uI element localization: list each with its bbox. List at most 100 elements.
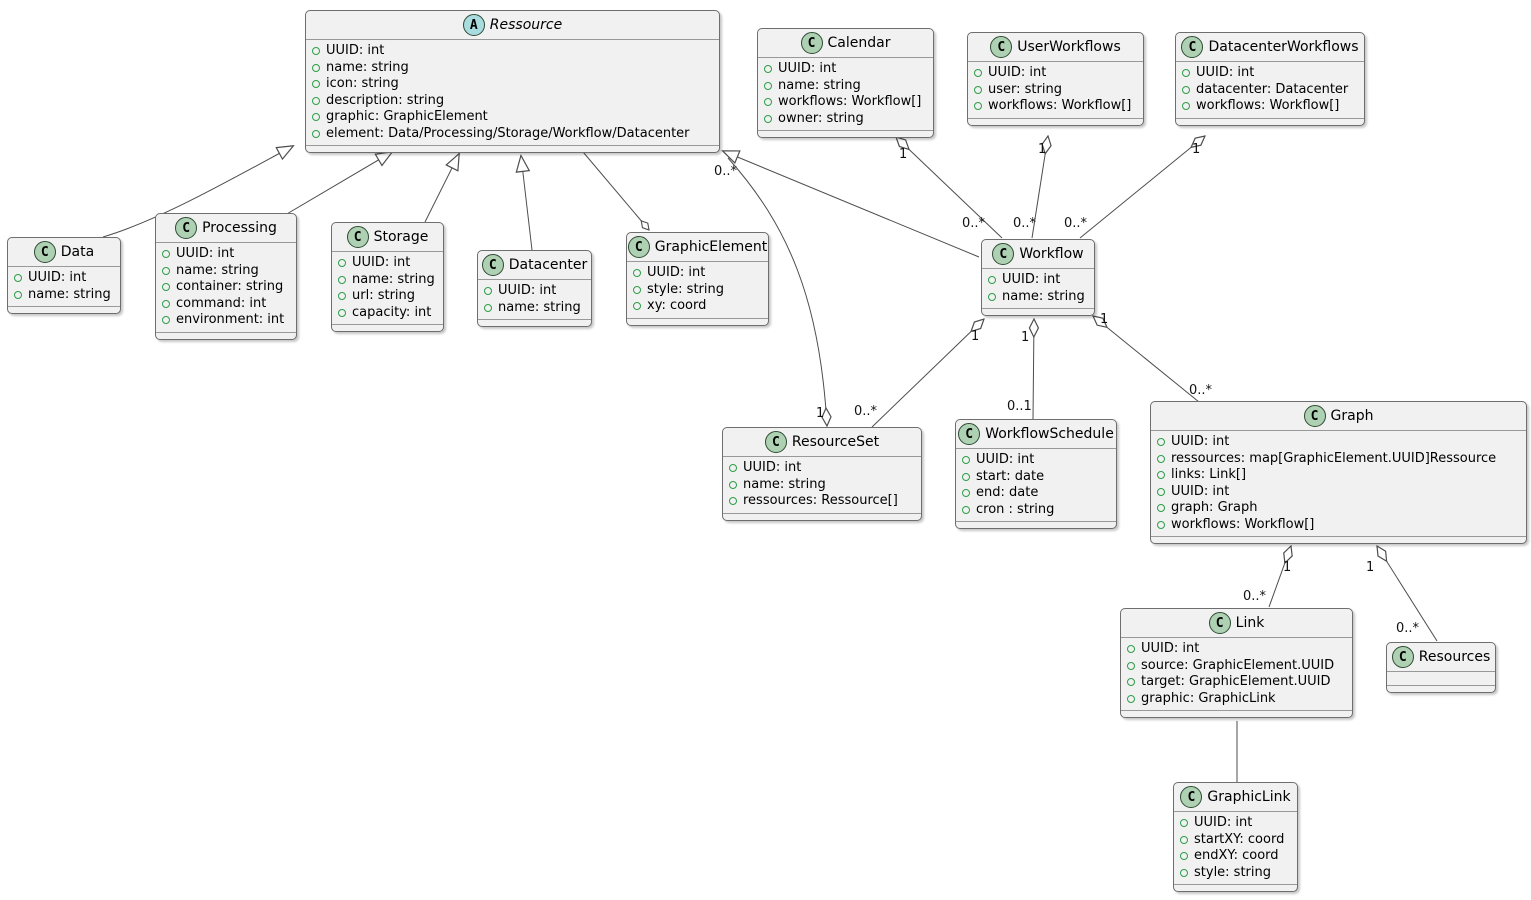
class-attribute: UUID: int bbox=[1182, 65, 1356, 82]
edge-resourceset-ressource bbox=[727, 157, 827, 426]
abstract-class-icon: A bbox=[462, 14, 485, 36]
field-visibility-icon bbox=[312, 113, 320, 122]
class-attribute: startXY: coord bbox=[1180, 832, 1289, 849]
attribute-text: datacenter: Datacenter bbox=[1196, 81, 1349, 97]
attribute-text: UUID: int bbox=[1194, 815, 1253, 830]
class-attribute: UUID: int bbox=[1157, 484, 1518, 501]
edge-ressource-graphicelement bbox=[577, 145, 649, 230]
multiplicity-label: 1 bbox=[899, 147, 907, 162]
field-visibility-icon bbox=[764, 98, 772, 107]
methods-compartment bbox=[982, 308, 1094, 315]
class-attribute: UUID: int bbox=[484, 283, 583, 300]
class-header: C ResourceSet bbox=[723, 428, 921, 457]
edge-workflow-graph bbox=[1093, 316, 1200, 403]
class-attribute: name: string bbox=[729, 477, 913, 494]
multiplicity-label: 0..1 bbox=[1007, 399, 1032, 414]
class-attribute: start: date bbox=[962, 469, 1108, 486]
attribute-text: UUID: int bbox=[1171, 483, 1230, 499]
class-name: Processing bbox=[202, 220, 277, 236]
field-visibility-icon bbox=[729, 480, 737, 489]
class-name: ResourceSet bbox=[791, 434, 880, 450]
class-header: C WorkflowSchedule bbox=[956, 420, 1116, 449]
field-visibility-icon bbox=[162, 283, 170, 292]
class-icon: C bbox=[175, 217, 198, 239]
class-icon: C bbox=[346, 226, 369, 248]
attribute-text: name: string bbox=[352, 271, 435, 287]
field-visibility-icon bbox=[312, 96, 320, 105]
field-visibility-icon bbox=[962, 505, 970, 514]
edge-graph-link bbox=[1268, 546, 1291, 608]
field-visibility-icon bbox=[729, 497, 737, 506]
class-attribute: name: string bbox=[764, 78, 925, 95]
attribute-text: cron : string bbox=[976, 501, 1055, 517]
edge-processing-ressource bbox=[279, 152, 392, 219]
edge-graph-resources bbox=[1377, 546, 1438, 642]
class-attribute: source: GraphicElement.UUID bbox=[1127, 658, 1344, 675]
field-visibility-icon bbox=[312, 80, 320, 89]
field-visibility-icon bbox=[1127, 661, 1135, 670]
field-visibility-icon bbox=[974, 102, 982, 111]
attribute-text: workflows: Workflow[] bbox=[778, 94, 922, 109]
class-attribute: style: string bbox=[633, 282, 760, 299]
field-visibility-icon bbox=[633, 302, 641, 311]
class-attribute: UUID: int bbox=[162, 246, 288, 263]
edge-datacenterworkflows-workflow bbox=[1079, 136, 1205, 239]
multiplicity-label: 0..* bbox=[714, 164, 738, 179]
field-visibility-icon bbox=[162, 250, 170, 259]
class-attribute: UUID: int bbox=[764, 61, 925, 78]
field-visibility-icon bbox=[162, 266, 170, 275]
class-attribute: target: GraphicElement.UUID bbox=[1127, 674, 1344, 691]
attribute-text: graphic: GraphicElement bbox=[326, 109, 488, 124]
class-icon: C bbox=[627, 236, 650, 258]
class-header: C Data bbox=[8, 238, 120, 267]
attribute-text: capacity: int bbox=[352, 304, 432, 320]
class-icon: C bbox=[990, 36, 1013, 58]
class-attribute: ressources: Ressource[] bbox=[729, 493, 913, 510]
class-icon: C bbox=[1180, 786, 1203, 808]
field-visibility-icon bbox=[312, 63, 320, 72]
field-visibility-icon bbox=[1180, 868, 1188, 877]
class-attribute: UUID: int bbox=[974, 65, 1135, 82]
field-visibility-icon bbox=[1182, 102, 1190, 111]
attribute-text: startXY: coord bbox=[1194, 831, 1285, 847]
class-attribute: element: Data/Processing/Storage/Workflo… bbox=[312, 126, 711, 143]
class-attribute: url: string bbox=[338, 288, 435, 305]
class-header: C Processing bbox=[156, 214, 296, 243]
attribute-text: description: string bbox=[326, 92, 445, 108]
attribute-text: name: string bbox=[28, 286, 111, 302]
multiplicity-label: 1 bbox=[1100, 312, 1108, 327]
class-attribute: name: string bbox=[338, 272, 435, 289]
class-header: C DatacenterWorkflows bbox=[1176, 33, 1364, 62]
class-icon: C bbox=[800, 32, 823, 54]
attribute-text: UUID: int bbox=[1002, 272, 1061, 287]
attribute-text: ressources: map[GraphicElement.UUID]Ress… bbox=[1171, 450, 1497, 466]
attribute-text: user: string bbox=[988, 81, 1062, 97]
field-visibility-icon bbox=[1127, 694, 1135, 703]
field-visibility-icon bbox=[974, 85, 982, 94]
edge-workflow-resourceset bbox=[871, 319, 984, 428]
class-attribute: description: string bbox=[312, 93, 711, 110]
multiplicity-label: 0..* bbox=[962, 216, 986, 231]
field-visibility-icon bbox=[338, 275, 346, 284]
multiplicity-label: 0..* bbox=[1189, 383, 1213, 398]
attribute-text: start: date bbox=[976, 468, 1045, 484]
class-attribute: name: string bbox=[162, 263, 288, 280]
field-visibility-icon bbox=[988, 292, 996, 301]
methods-compartment bbox=[1176, 117, 1364, 125]
class-icon: C bbox=[1181, 36, 1204, 58]
edge-workflow-workflowschedule bbox=[1033, 319, 1034, 420]
attribute-text: source: GraphicElement.UUID bbox=[1141, 657, 1335, 673]
field-visibility-icon bbox=[633, 269, 641, 278]
methods-compartment bbox=[478, 319, 591, 326]
field-visibility-icon bbox=[338, 308, 346, 317]
multiplicity-label: 1 bbox=[816, 406, 824, 421]
